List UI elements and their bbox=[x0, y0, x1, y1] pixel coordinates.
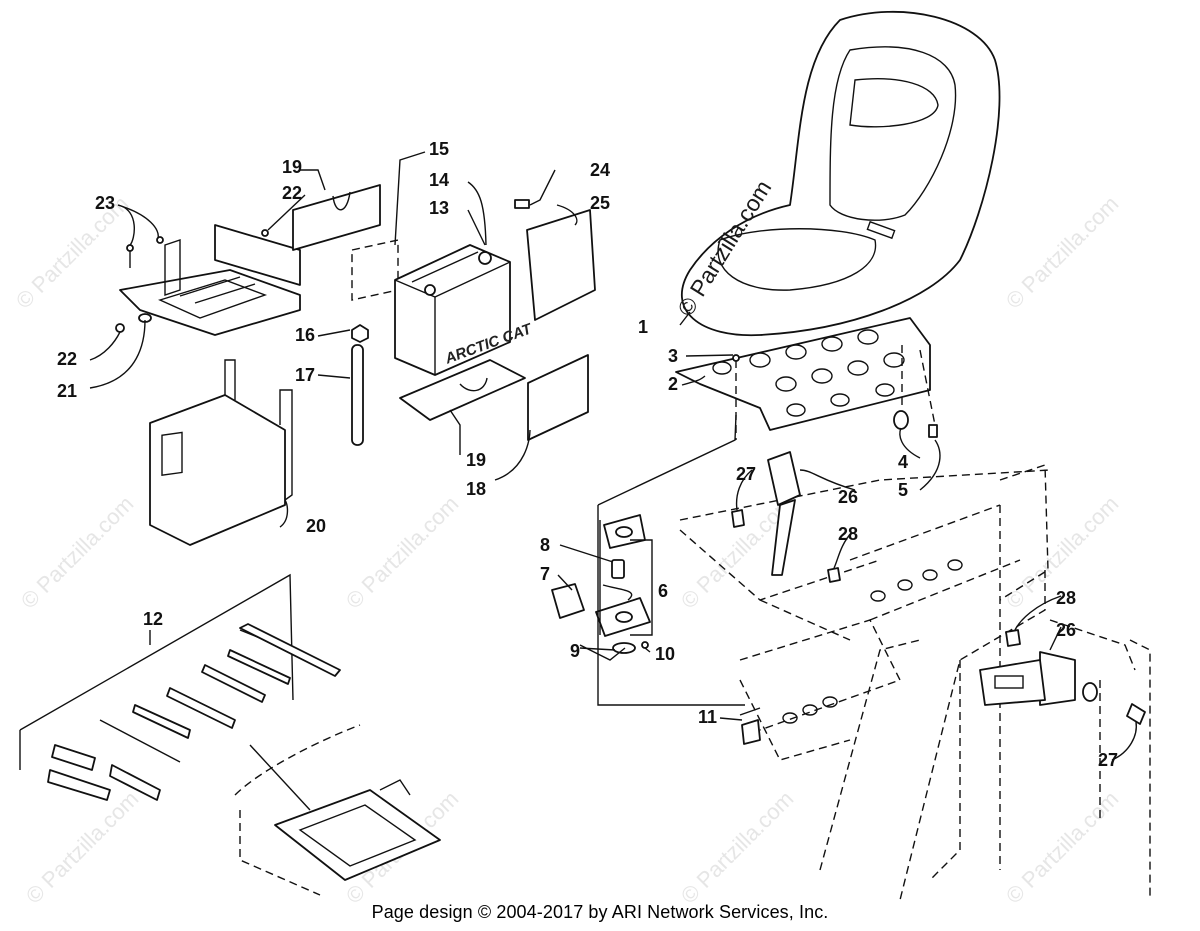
callout-12: 12 bbox=[143, 609, 163, 629]
callout-24: 24 bbox=[590, 160, 610, 180]
callout-5: 5 bbox=[898, 480, 908, 500]
callout-19a: 19 bbox=[282, 157, 302, 177]
callout-17: 17 bbox=[295, 365, 315, 385]
watermark-text: © Partzilla.com bbox=[1001, 191, 1124, 314]
callout-18: 18 bbox=[466, 479, 486, 499]
callout-16: 16 bbox=[295, 325, 315, 345]
assembly-brackets bbox=[597, 414, 745, 706]
leader-lines bbox=[89, 151, 1137, 761]
tool-kit-group bbox=[19, 573, 441, 896]
callout-15: 15 bbox=[429, 139, 449, 159]
watermark-text: © Partzilla.com bbox=[676, 786, 799, 909]
callout-21: 21 bbox=[57, 381, 77, 401]
callout-27b: 27 bbox=[1098, 750, 1118, 770]
callout-14: 14 bbox=[429, 170, 449, 190]
callout-26b: 26 bbox=[1056, 620, 1076, 640]
callout-6: 6 bbox=[658, 581, 668, 601]
callout-11: 11 bbox=[698, 707, 717, 727]
callout-28a: 28 bbox=[838, 524, 858, 544]
watermark-text: © Partzilla.com bbox=[21, 786, 144, 909]
callout-27a: 27 bbox=[736, 464, 756, 484]
rod-and-nut bbox=[351, 324, 369, 446]
seat-assembly bbox=[675, 10, 1001, 440]
callout-22a: 22 bbox=[282, 183, 302, 203]
callout-7: 7 bbox=[540, 564, 550, 584]
cover-plate bbox=[514, 199, 596, 321]
seat-belt-assembly bbox=[551, 451, 1146, 745]
watermark-text: © Partzilla.com bbox=[16, 491, 139, 614]
battery-cover-box bbox=[149, 359, 293, 546]
callout-labels: 1 3 2 4 5 27 26 28 8 7 6 9 10 11 28 26 2… bbox=[57, 139, 1118, 770]
callout-19b: 19 bbox=[466, 450, 486, 470]
callout-23: 23 bbox=[95, 193, 115, 213]
callout-8: 8 bbox=[540, 535, 550, 555]
callout-25: 25 bbox=[590, 193, 610, 213]
callout-22b: 22 bbox=[57, 349, 77, 369]
callout-2: 2 bbox=[668, 374, 678, 394]
callout-4: 4 bbox=[898, 452, 908, 472]
callout-26a: 26 bbox=[838, 487, 858, 507]
callout-10: 10 bbox=[655, 644, 675, 664]
callout-13: 13 bbox=[429, 198, 449, 218]
callout-3: 3 bbox=[668, 346, 678, 366]
callout-28b: 28 bbox=[1056, 588, 1076, 608]
page-footer: Page design © 2004-2017 by ARI Network S… bbox=[371, 902, 829, 922]
watermark-text: © Partzilla.com bbox=[1001, 786, 1124, 909]
foam-pads bbox=[292, 184, 589, 441]
callout-9: 9 bbox=[570, 641, 580, 661]
watermark-text: © Partzilla.com bbox=[341, 491, 464, 614]
battery-tray bbox=[115, 224, 301, 336]
callout-1: 1 bbox=[638, 317, 648, 337]
callout-20: 20 bbox=[306, 516, 326, 536]
battery: ARCTIC CAT bbox=[394, 244, 536, 376]
